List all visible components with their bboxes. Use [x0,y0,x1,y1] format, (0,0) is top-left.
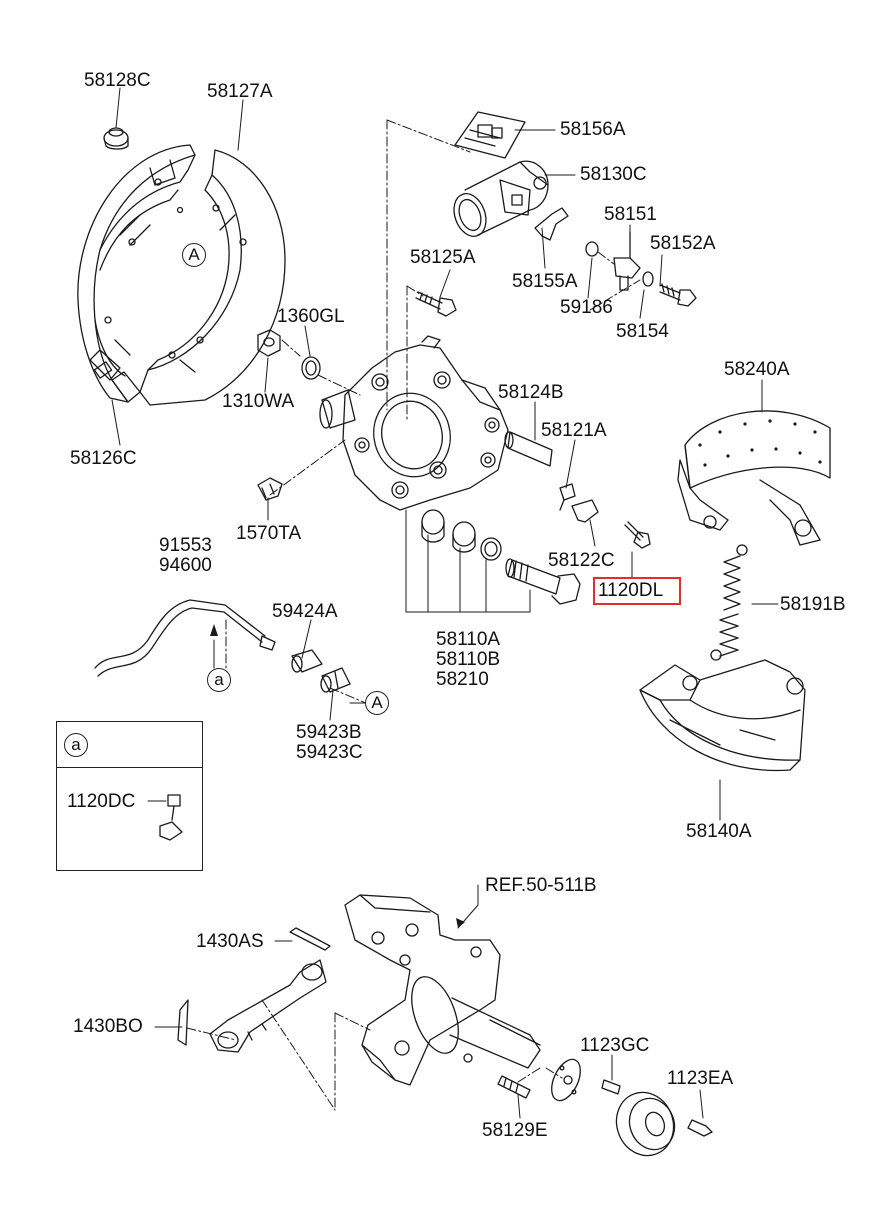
part-label-59424a: 59424A [272,601,338,622]
part-label-94600: 94600 [159,555,212,576]
part-label-58110b: 58110B [436,649,501,670]
part-label-58125a: 58125A [410,247,476,268]
bolt-1123ea-drawing [687,1119,713,1137]
part-label-58121a: 58121A [541,420,607,441]
boot-58156a-drawing [454,111,526,159]
bolt-58125a-drawing [415,291,457,317]
shoe-58240a-drawing [677,410,831,546]
part-label-58124b: 58124B [498,382,564,403]
nipple-1570ta-drawing [257,477,283,501]
nut-1310wa-drawing [257,329,281,357]
hub-cap-drawing [615,1091,676,1157]
bushings-58110a-drawing [421,509,502,561]
part-label-1570ta: 1570TA [236,523,302,544]
bolt-1123gc-drawing [601,1079,621,1095]
cotter-pin-1430bo-drawing [177,999,189,1046]
plate-58122c-drawing [571,499,599,523]
part-label-58240a: 58240A [724,359,790,380]
washer-58154-drawing [642,271,654,287]
part-label-59423c: 59423C [296,742,363,763]
inset-divider [57,767,202,768]
part-label-58152a: 58152A [650,233,716,254]
reference-lines [186,119,641,1111]
bushing-59423b-drawing [320,667,351,693]
camshaft-drawing [505,558,581,605]
spring-58191b-drawing [710,544,748,661]
part-label-1430as: 1430AS [196,931,264,952]
bushing-59424a-drawing [291,649,323,673]
part-label-58127a: 58127A [207,81,273,102]
part-label-1123ea: 1123EA [667,1068,734,1089]
part-label-1430bo: 1430BO [73,1016,143,1037]
inset-callout-a: a [64,733,88,757]
knuckle-drawing [344,894,541,1086]
washer-59186-drawing [585,241,599,257]
part-label-58122c: 58122C [548,550,615,571]
part-label-1310wa: 1310WA [222,391,295,412]
arrowhead-icon [456,918,465,928]
part-label-58128c: 58128C [84,70,151,91]
fitting-58129e-drawing [497,1075,531,1099]
part-label-58155a: 58155A [512,271,578,292]
cable-91553-drawing [94,599,276,677]
leader-lines [111,87,779,1119]
callout-small-a: a [207,668,231,692]
plug-58128c-drawing [103,127,129,150]
part-label-58191b: 58191B [780,594,846,615]
clip-58155a-drawing [534,207,569,241]
cotter-pin-1430as-drawing [289,927,331,951]
inset-bolt-drawing [159,794,183,841]
part-label-58140a: 58140A [686,821,752,842]
washer-1360gl-drawing [301,356,321,380]
part-label-ref-50-511b: REF.50-511B [485,875,597,896]
clip-58121a-drawing [559,483,576,511]
part-label-58126c: 58126C [70,448,137,469]
part-label-58210: 58210 [436,669,489,690]
brake-carrier-drawing [319,335,509,511]
part-label-91553: 91553 [159,535,212,556]
inset-detail-box [56,721,203,871]
part-label-58130c: 58130C [580,164,647,185]
highlight-box-1120dl [593,577,681,605]
part-label-58156a: 58156A [560,119,626,140]
part-label-1360gl: 1360GL [277,306,345,327]
part-label-58110a: 58110A [436,629,501,650]
callout-a-lower: A [365,691,389,715]
part-label-1120dl[interactable]: 1120DL [598,580,664,601]
shim-1123gc-drawing [551,1058,581,1102]
bleeder-58151-drawing [613,231,641,291]
backing-plate-drawing [77,144,286,406]
steering-arm-drawing [209,959,327,1053]
part-label-59186: 59186 [560,297,613,318]
pin-58124b-drawing [504,431,553,467]
callout-a-upper: A [182,243,206,267]
bolt-58152a-drawing [659,283,697,307]
part-label-58129e: 58129E [482,1120,548,1141]
part-label-58151: 58151 [604,204,657,225]
shoe-58140a-drawing [639,659,806,772]
part-label-59423b: 59423B [296,722,362,743]
bolt-1120dl-drawing [624,521,651,549]
wheel-cylinder-drawing [453,160,549,237]
arrowhead-icon [210,624,218,636]
part-label-58154: 58154 [616,321,669,342]
part-label-1123gc: 1123GC [580,1035,650,1056]
part-label-1120dc: 1120DC [67,791,136,812]
